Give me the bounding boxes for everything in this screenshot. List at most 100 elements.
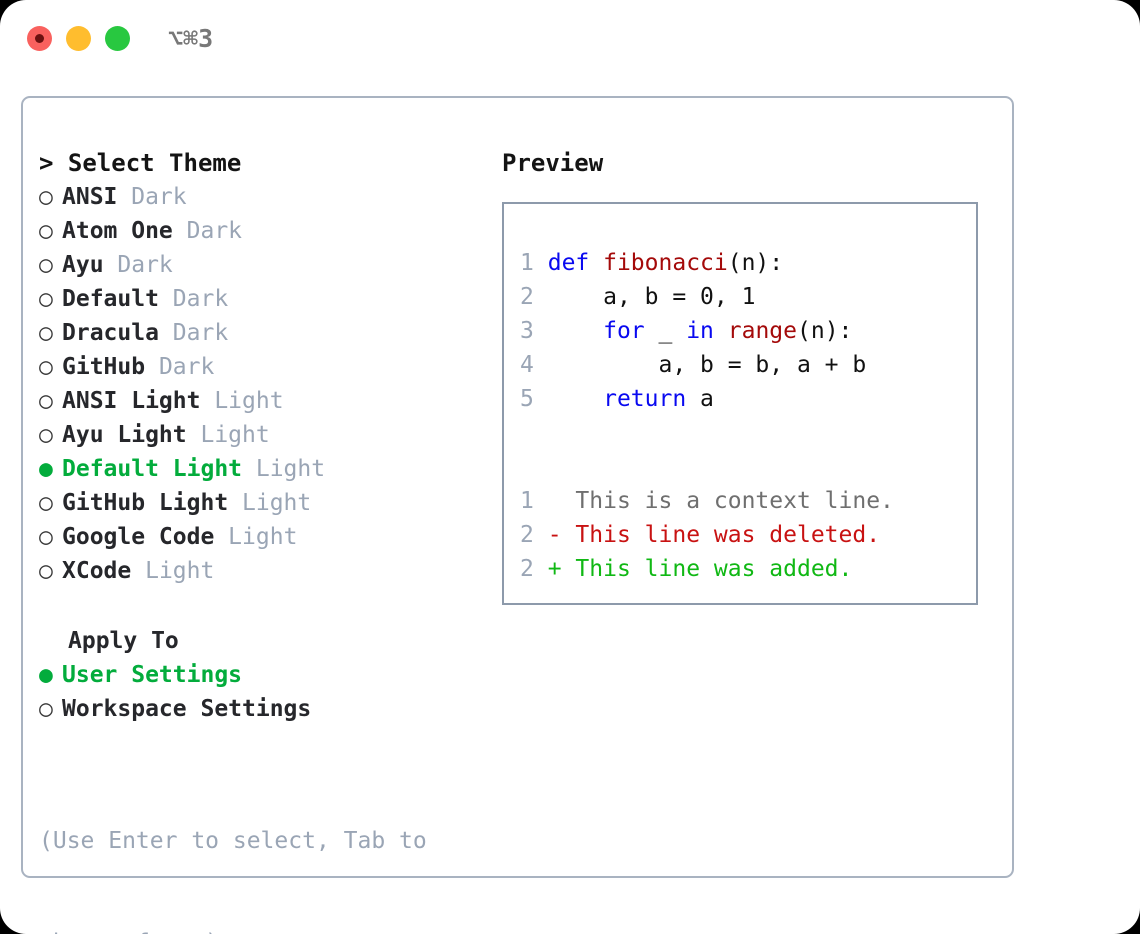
preview-column: Preview 1 def fibonacci(n): 2 a, b = 0, … [502, 146, 992, 605]
radio-unselected-icon[interactable]: ○ [39, 354, 53, 380]
diff-marker: + [547, 556, 576, 582]
line-number: 5 [520, 386, 534, 412]
theme-selection-column: > Select Theme ○ ANSI Dark ○ Atom One Dark… [39, 146, 479, 934]
theme-name: ANSI [62, 184, 118, 210]
theme-option-github-dark[interactable]: ○ GitHub Dark [39, 350, 479, 384]
theme-name: Ayu [62, 252, 104, 278]
diff-text: This line was deleted. [575, 522, 881, 548]
token-indent [548, 318, 603, 344]
theme-mode: Dark [172, 218, 243, 244]
code-line-5: 5 return a [520, 382, 968, 416]
token-indent [548, 386, 603, 412]
radio-unselected-icon[interactable]: ○ [39, 490, 53, 516]
code-line-3: 3 for _ in range(n): [520, 314, 968, 348]
radio-unselected-icon[interactable]: ○ [39, 252, 53, 278]
theme-mode: Light [214, 524, 298, 550]
theme-mode: Dark [158, 320, 229, 346]
theme-name: Default Light [62, 456, 243, 482]
radio-unselected-icon[interactable]: ○ [39, 320, 53, 346]
code-line-4: 4 a, b = b, a + b [520, 348, 968, 382]
token-function: fibonacci [603, 250, 728, 276]
radio-selected-icon[interactable]: ● [39, 456, 53, 482]
diff-text: This line was added. [575, 556, 853, 582]
radio-unselected-icon[interactable]: ○ [39, 422, 53, 448]
theme-option-ansi-light[interactable]: ○ANSI Light Light [39, 384, 479, 418]
theme-mode: Light [186, 422, 270, 448]
apply-to-option-workspace-settings[interactable]: ○ Workspace Settings [39, 692, 479, 726]
help-text-line-2: change focus) [39, 926, 449, 934]
apply-to-label: User Settings [62, 662, 243, 688]
line-number: 3 [520, 318, 534, 344]
diff-line-deleted: 2 - This line was deleted. [520, 518, 968, 552]
radio-unselected-icon[interactable]: ○ [39, 696, 53, 722]
close-button[interactable] [27, 26, 52, 51]
theme-name: Atom One [62, 218, 173, 244]
token-plain: a, b = b, a + b [547, 352, 867, 378]
theme-mode: Dark [145, 354, 215, 380]
help-text-line-1: (Use Enter to select, Tab to [39, 828, 427, 854]
theme-option-github-light[interactable]: ○GitHub Light Light [39, 486, 479, 520]
theme-option-xcode[interactable]: ○ XCode Light [39, 554, 479, 588]
maximize-button[interactable] [105, 26, 130, 51]
radio-unselected-icon[interactable]: ○ [39, 388, 53, 414]
radio-unselected-icon[interactable]: ○ [39, 524, 53, 550]
select-theme-heading: > Select Theme [39, 149, 242, 177]
apply-to-option-user-settings[interactable]: ● User Settings [39, 658, 479, 692]
theme-name: Ayu Light [62, 422, 187, 448]
token-keyword: for [603, 318, 659, 344]
radio-unselected-icon[interactable]: ○ [39, 218, 53, 244]
line-number: 2 [520, 556, 534, 582]
theme-option-default-light[interactable]: ● Default Light Light [39, 452, 479, 486]
apply-to-label: Workspace Settings [62, 696, 312, 722]
diff-marker: - [547, 522, 576, 548]
theme-name: Default [62, 286, 159, 312]
theme-option-ansi-dark[interactable]: ○ ANSI Dark [39, 180, 479, 214]
diff-line-added: 2 + This line was added. [520, 552, 968, 586]
line-number: 2 [520, 522, 534, 548]
help-text: (Use Enter to select, Tab to change focu… [39, 756, 449, 934]
theme-mode: Dark [158, 286, 229, 312]
theme-option-atom-one-dark[interactable]: ○ Atom One Dark [39, 214, 479, 248]
list-spacer [39, 588, 479, 624]
radio-selected-icon[interactable]: ● [39, 662, 53, 688]
theme-option-google-code[interactable]: ○ Google Code Light [39, 520, 479, 554]
code-sample: 1 def fibonacci(n): 2 a, b = 0, 1 3 for … [520, 246, 968, 586]
theme-name: Dracula [62, 320, 159, 346]
token-plain: (n): [797, 318, 853, 344]
theme-option-dracula-dark[interactable]: ○ Dracula Dark [39, 316, 479, 350]
token-keyword: return [603, 386, 701, 412]
titlebar: ⌥⌘3 [0, 0, 1140, 78]
theme-name: GitHub [62, 354, 146, 380]
radio-unselected-icon[interactable]: ○ [39, 286, 53, 312]
theme-mode: Light [131, 558, 215, 584]
theme-option-ayu-dark[interactable]: ○ Ayu Dark [39, 248, 479, 282]
theme-option-default-dark[interactable]: ○ Default Dark [39, 282, 479, 316]
code-line-1: 1 def fibonacci(n): [520, 246, 968, 280]
radio-unselected-icon[interactable]: ○ [39, 184, 53, 210]
theme-mode: Dark [103, 252, 173, 278]
diff-line-context: 1 This is a context line. [520, 484, 968, 518]
theme-option-ayu-light[interactable]: ○ Ayu Light Light [39, 418, 479, 452]
token-plain: (n): [727, 250, 784, 276]
theme-name: Google Code [62, 524, 215, 550]
line-number: 4 [520, 352, 534, 378]
preview-heading: Preview [502, 149, 604, 177]
theme-mode: Light [242, 456, 326, 482]
code-blank-line [520, 450, 968, 484]
theme-list: ○ ANSI Dark ○ Atom One Dark ○ Ayu Dark ○ Def… [39, 180, 479, 588]
radio-unselected-icon[interactable]: ○ [39, 558, 53, 584]
token-function: range [727, 318, 797, 344]
theme-mode: Light [228, 490, 312, 516]
theme-mode: Dark [117, 184, 187, 210]
token-keyword: def [547, 250, 604, 276]
window-controls [27, 26, 130, 51]
diff-text: This is a context line. [575, 488, 894, 514]
theme-name: XCode [62, 558, 132, 584]
preview-box: 1 def fibonacci(n): 2 a, b = 0, 1 3 for … [502, 202, 978, 605]
token-plain: a, b = 0, 1 [547, 284, 756, 310]
line-number: 2 [520, 284, 534, 310]
apply-to-heading: Apply To [68, 628, 179, 654]
code-blank-line [520, 416, 968, 450]
minimize-button[interactable] [66, 26, 91, 51]
